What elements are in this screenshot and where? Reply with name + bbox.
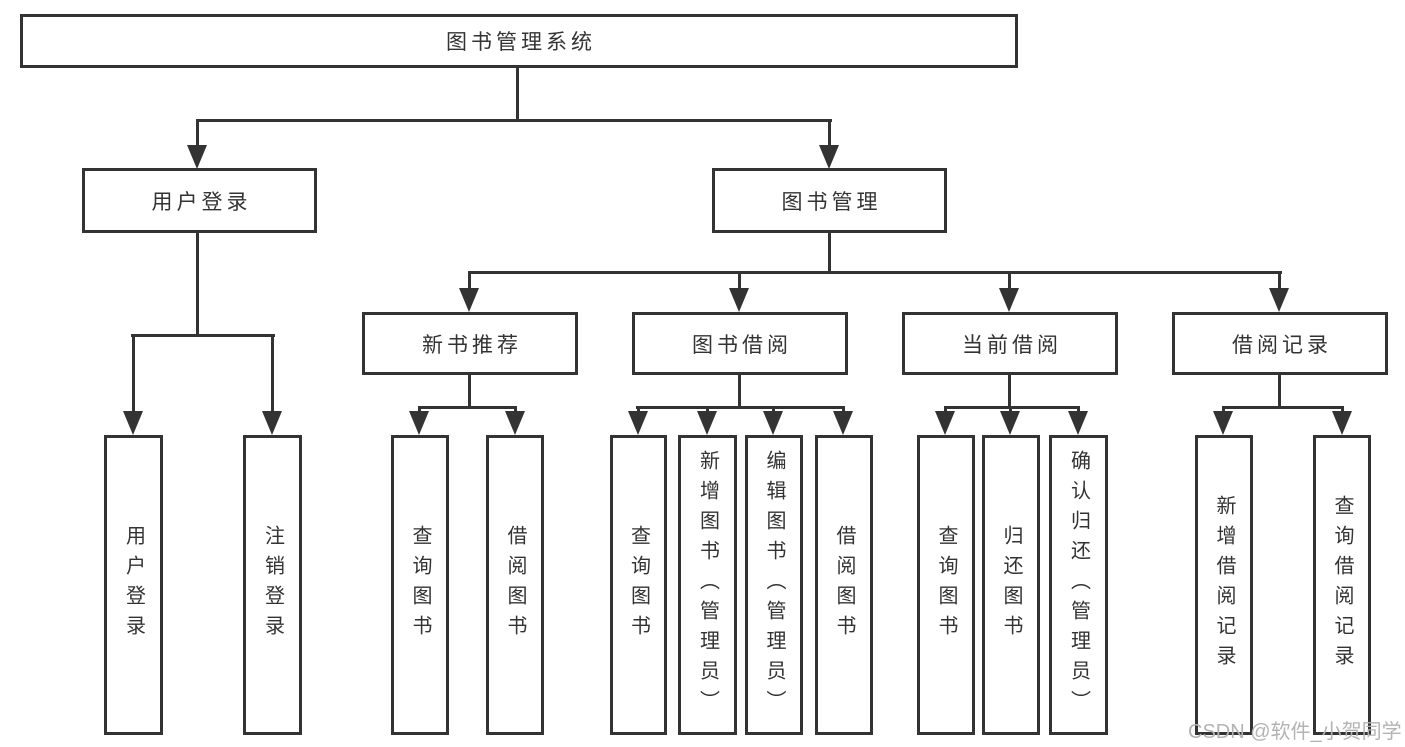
leaf-label: 查询图书: [935, 525, 957, 645]
arrowhead-down: [505, 411, 525, 435]
connector-bar: [944, 406, 1080, 409]
connector-line: [468, 375, 471, 408]
leaf-query-books-1: 查询图书: [391, 435, 449, 735]
leaf-query-books-2: 查询图书: [610, 435, 667, 735]
connector-line: [828, 233, 831, 273]
arrowhead-down: [1213, 411, 1233, 435]
leaf-label: 查询图书: [627, 525, 650, 645]
connector-bar: [131, 334, 275, 337]
arrowhead-down: [409, 411, 429, 435]
node-user-login: 用户登录: [82, 168, 317, 233]
connector-line: [828, 119, 831, 148]
connector-line: [1222, 406, 1225, 415]
node-book-management: 图书管理: [712, 168, 947, 233]
arrowhead-down: [833, 411, 853, 435]
arrowhead-down: [729, 288, 749, 312]
leaf-label: 借阅图书: [504, 525, 526, 645]
arrowhead-down: [262, 411, 282, 435]
arrowhead-down: [459, 288, 479, 312]
node-root: 图书管理系统: [20, 14, 1018, 68]
leaf-label: 注销登录: [261, 525, 284, 645]
leaf-label: 借阅图书: [833, 525, 855, 645]
arrowhead-down: [628, 411, 648, 435]
leaf-edit-books-admin: 编辑图书（管理员）: [745, 435, 803, 735]
connector-level1-bar: [196, 119, 832, 122]
leaf-logout: 注销登录: [243, 435, 302, 735]
connector-bar: [636, 406, 845, 409]
connector-line: [738, 271, 741, 291]
connector-level2-bar: [468, 271, 1282, 274]
connector-line: [196, 233, 199, 337]
connector-line: [514, 406, 517, 415]
connector-line: [271, 334, 274, 413]
connector-line: [738, 375, 741, 408]
arrowhead-down: [1000, 411, 1020, 435]
node-book-borrow: 图书借阅: [632, 312, 848, 375]
arrowhead-down: [935, 411, 955, 435]
connector-line: [1278, 375, 1281, 408]
connector-line: [196, 119, 199, 148]
leaf-confirm-return-admin: 确认归还（管理员）: [1049, 435, 1108, 735]
connector-line: [1278, 271, 1281, 291]
connector-line: [637, 406, 640, 415]
connector-line: [706, 406, 709, 415]
leaf-add-books-admin: 新增图书（管理员）: [678, 435, 737, 735]
leaf-borrow-books-1: 借阅图书: [486, 435, 544, 735]
connector-line: [1009, 406, 1012, 415]
node-new-book-recommend: 新书推荐: [362, 312, 578, 375]
connector-bar: [1222, 406, 1344, 409]
leaf-user-login: 用户登录: [104, 435, 163, 735]
arrowhead-down: [187, 145, 207, 169]
arrowhead-down: [763, 411, 783, 435]
leaf-label: 新增图书（管理员）: [696, 450, 719, 720]
arrowhead-down: [1332, 411, 1352, 435]
leaf-label: 查询图书: [409, 525, 431, 645]
node-current-borrow: 当前借阅: [902, 312, 1118, 375]
connector-line: [418, 406, 421, 415]
leaf-return-books: 归还图书: [982, 435, 1040, 735]
connector-line: [1008, 271, 1011, 291]
connector-line: [468, 271, 471, 291]
leaf-query-borrow-record: 查询借阅记录: [1313, 435, 1371, 735]
connector-line: [1077, 406, 1080, 415]
connector-line: [842, 406, 845, 415]
leaf-label: 新增借阅记录: [1213, 495, 1235, 675]
leaf-label: 编辑图书（管理员）: [763, 450, 785, 720]
arrowhead-down: [697, 411, 717, 435]
leaf-borrow-books-2: 借阅图书: [815, 435, 873, 735]
leaf-label: 确认归还（管理员）: [1067, 450, 1090, 720]
leaf-add-borrow-record: 新增借阅记录: [1195, 435, 1253, 735]
connector-line: [1008, 375, 1011, 408]
leaf-label: 用户登录: [122, 525, 145, 645]
arrowhead-down: [819, 145, 839, 169]
leaf-query-books-3: 查询图书: [917, 435, 975, 735]
node-borrow-records: 借阅记录: [1172, 312, 1388, 375]
watermark: CSDN @软件_小贺同学: [1188, 721, 1402, 743]
connector-line: [944, 406, 947, 415]
leaf-label: 归还图书: [1000, 525, 1022, 645]
arrowhead-down: [123, 411, 143, 435]
leaf-label: 查询借阅记录: [1331, 495, 1353, 675]
connector-line: [132, 334, 135, 413]
connector-line: [1341, 406, 1344, 415]
arrowhead-down: [1068, 411, 1088, 435]
arrowhead-down: [999, 288, 1019, 312]
connector-line: [772, 406, 775, 415]
arrowhead-down: [1269, 288, 1289, 312]
connector-bar: [418, 406, 517, 409]
connector-root-stem: [516, 68, 519, 121]
